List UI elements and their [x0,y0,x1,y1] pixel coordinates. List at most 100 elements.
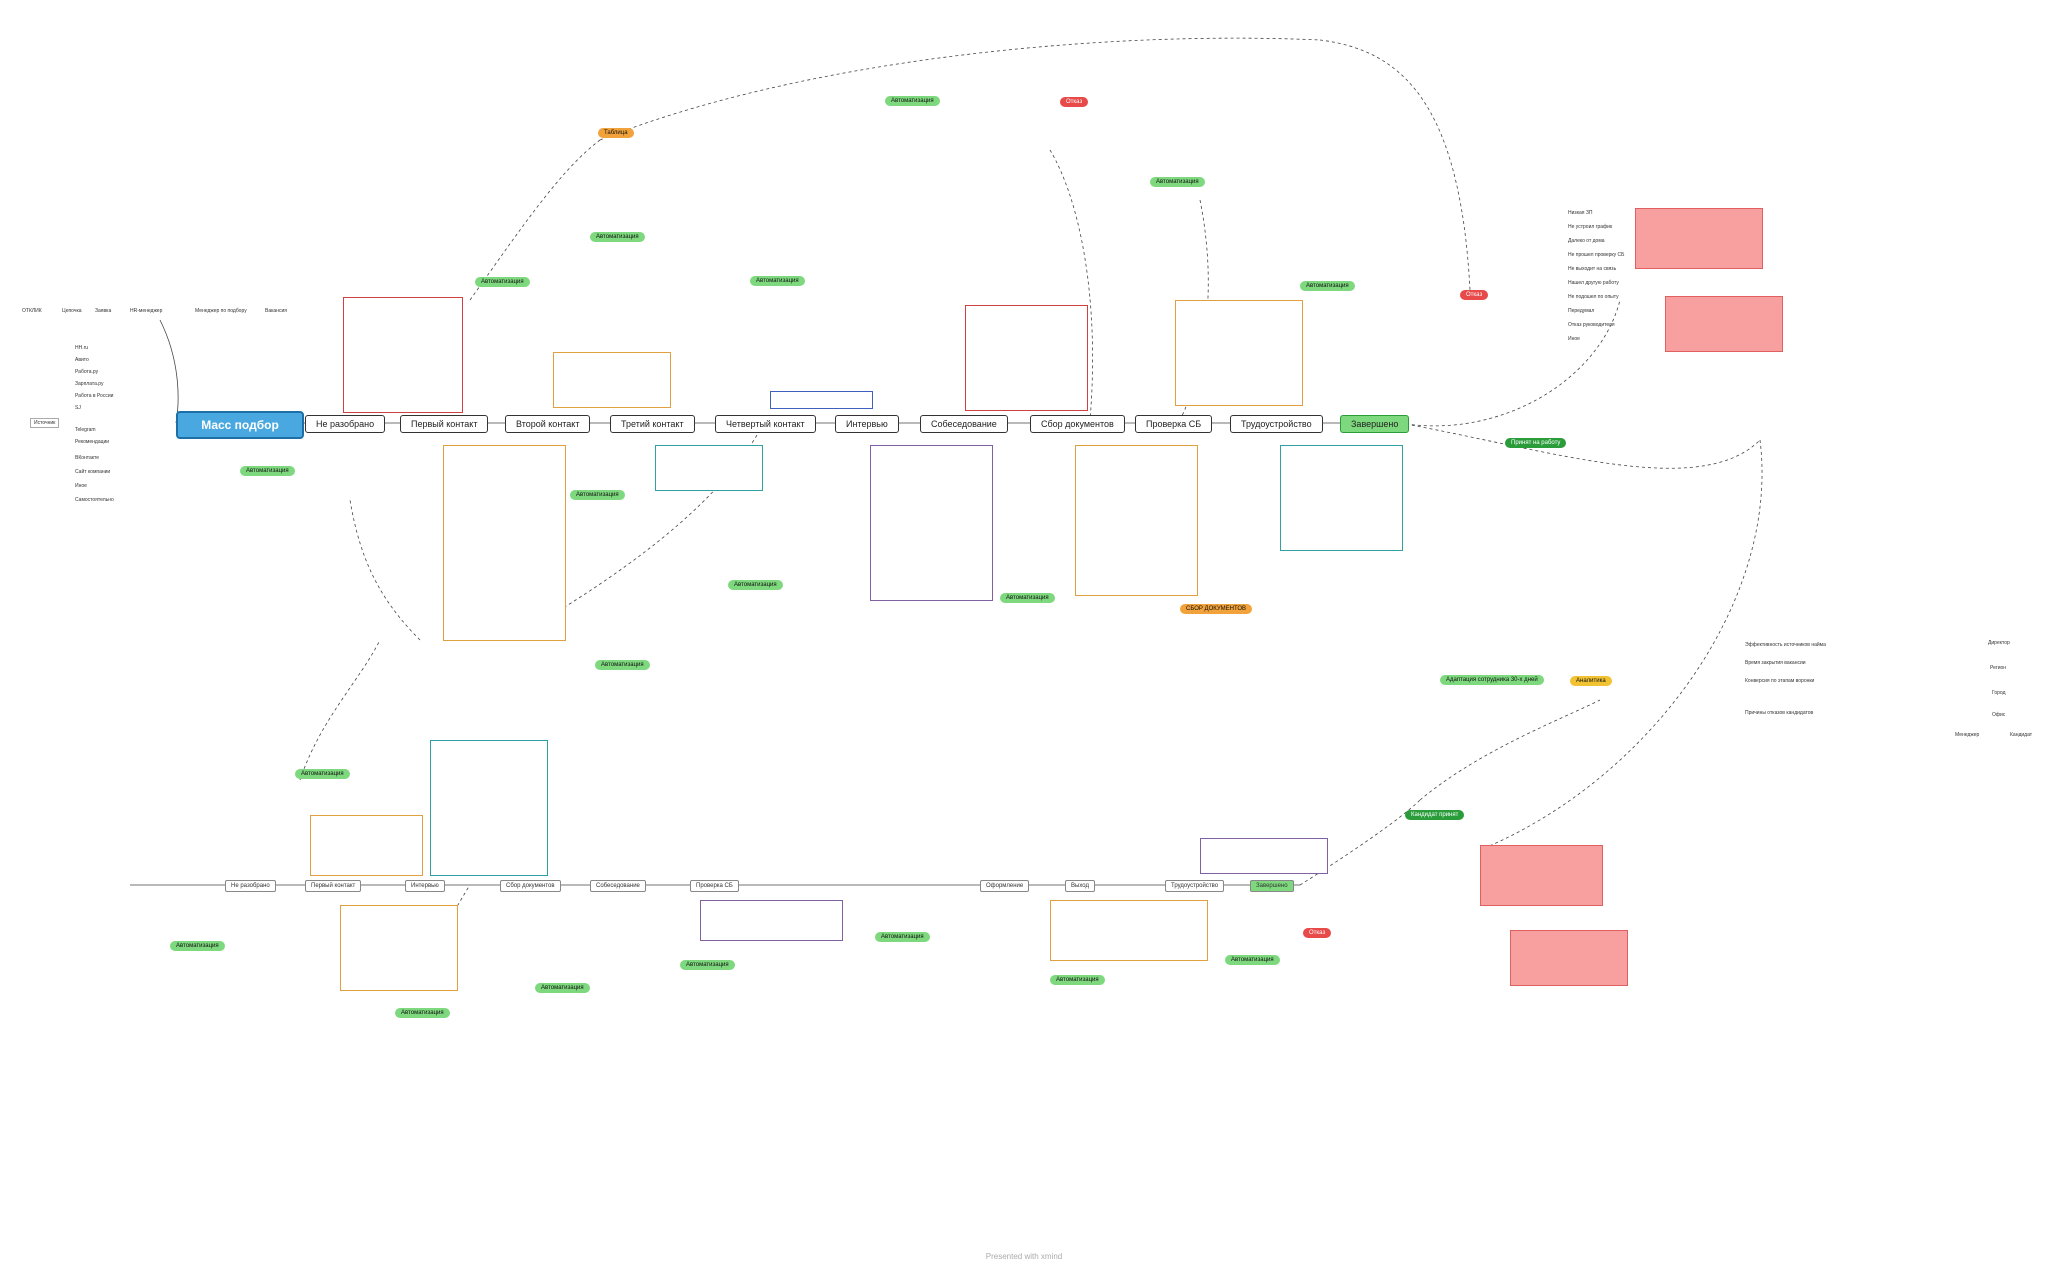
security-check-box [1175,300,1303,406]
automation-badge[interactable]: Автоматизация [475,277,530,287]
analytics-badge[interactable]: Аналитика [1570,676,1612,686]
automation-badge[interactable]: Автоматизация [1050,975,1105,985]
refusal-badge[interactable]: Отказ [1060,97,1089,107]
stage-sobesedovanie[interactable]: Собеседование [920,415,1008,433]
refusal-reason: Не выходит на связь [1568,266,1617,272]
adaptation-badge[interactable]: Адаптация сотрудника 30-х дней [1440,675,1544,685]
automation-badge[interactable]: Автоматизация [295,769,350,779]
interview-box [870,445,993,601]
source-item: Иное [75,483,87,489]
automation-badge[interactable]: Автоматизация [395,1008,450,1018]
flow-step: Цепочка [62,308,82,314]
first-contact-scripts-box [343,297,463,413]
source-item: Зарплата.ру [75,381,104,387]
tree-node: Менеджер [1955,732,1980,738]
sobesedovanie-box [965,305,1088,411]
stage-interview[interactable]: Интервью [835,415,899,433]
documents-badge[interactable]: СБОР ДОКУМЕНТОВ [1180,604,1253,614]
flow-step: Заявка [95,308,112,314]
automation-badge[interactable]: Автоматизация [1150,177,1205,187]
automation-badge[interactable]: Автоматизация [680,960,735,970]
automation-refusal-note [1480,845,1603,906]
bottom-stage-zaversheno[interactable]: Завершено [1250,880,1294,892]
candidate-hired-badge[interactable]: Кандидат принят [1405,810,1465,820]
bottom-stage-sbor[interactable]: Сбор документов [500,880,561,892]
tree-node: Регион [1990,665,2007,671]
tree-top: Директор [1988,640,2010,646]
analytics-item: Конверсия по этапам воронки [1745,678,1815,684]
automation-badge[interactable]: Автоматизация [595,660,650,670]
source-item: Авито [75,357,89,363]
automation-badge[interactable]: Автоматизация [1300,281,1355,291]
refusal-reason: Далеко от дома [1568,238,1605,244]
stage-trudoustroistvo[interactable]: Трудоустройство [1230,415,1323,433]
automation-badge[interactable]: Автоматизация [728,580,783,590]
automation-badge[interactable]: Автоматизация [750,276,805,286]
bottom-stage-oformlenie[interactable]: Оформление [980,880,1030,892]
bottom-stage-first-contact[interactable]: Первый контакт [305,880,362,892]
refusal-reason: Отказ руководителя [1568,322,1615,328]
automation-badge[interactable]: Автоматизация [875,932,930,942]
source-item: ВКонтакте [75,455,100,461]
refusal-reason: Нашел другую работу [1568,280,1619,286]
analytics-item: Время закрытия вакансии [1745,660,1806,666]
refusal-reason: Передумал [1568,308,1595,314]
automation-refusal-note [1635,208,1763,269]
stage-third-contact[interactable]: Третий контакт [610,415,695,433]
tree-node: Город [1992,690,2006,696]
hired-badge[interactable]: Принят на работу [1505,438,1567,448]
bottom-interview-box [430,740,548,876]
automation-badge[interactable]: Автоматизация [590,232,645,242]
stage-zaversheno[interactable]: Завершено [1340,415,1410,433]
refusal-reason: Иное [1568,336,1580,342]
documents-box [1075,445,1198,596]
refusal-badge[interactable]: Отказ [1303,928,1332,938]
refusal-reason: Не прошел проверку СБ [1568,252,1625,258]
source-item: Работа в России [75,393,114,399]
first-contact-notes-box [443,445,566,641]
bottom-stage-trudoustroistvo[interactable]: Трудоустройство [1165,880,1225,892]
bottom-stage-sobesedovanie[interactable]: Собеседование [590,880,646,892]
refusal-badge[interactable]: Отказ [1460,290,1489,300]
fourth-contact-box [770,391,873,409]
automation-badge[interactable]: Автоматизация [885,96,940,106]
source-item: Работа.ру [75,369,99,375]
bottom-first-contact-box [310,815,423,876]
source-item: Telegram [75,427,96,433]
stage-fourth-contact[interactable]: Четвертый контакт [715,415,816,433]
second-contact-box [553,352,671,408]
bottom-stage-vyhod[interactable]: Выход [1065,880,1095,892]
bottom-proverka-box [700,900,843,941]
automation-refusal-note [1510,930,1628,986]
automation-badge[interactable]: Автоматизация [170,941,225,951]
stage-proverka-sb[interactable]: Проверка СБ [1135,415,1213,433]
bottom-stage-interview[interactable]: Интервью [405,880,445,892]
flow-step: HR-менеджер [130,308,163,314]
automation-badge[interactable]: Автоматизация [1225,955,1280,965]
otklik-label: ОТКЛИК [22,308,42,314]
stage-ne-razobrano[interactable]: Не разобрано [305,415,386,433]
refusal-reason: Низкая ЗП [1568,210,1593,216]
stage-first-contact[interactable]: Первый контакт [400,415,489,433]
flow-step: Менеджер по подбору [195,308,247,314]
source-item: SJ [75,405,81,411]
stage-sbor-dokumentov[interactable]: Сбор документов [1030,415,1125,433]
automation-badge[interactable]: Автоматизация [1000,593,1055,603]
source-title: Источник [30,418,60,428]
stage-second-contact[interactable]: Второй контакт [505,415,591,433]
automation-refusal-note [1665,296,1783,352]
source-item: Сайт компании [75,469,111,475]
footer-credit: Presented with xmind [985,1252,1063,1261]
third-contact-box [655,445,763,491]
tree-node: Кандидат [2010,732,2033,738]
table-badge[interactable]: Таблица [598,128,634,138]
automation-badge[interactable]: Автоматизация [570,490,625,500]
automation-badge[interactable]: Автоматизация [535,983,590,993]
automation-badge[interactable]: Автоматизация [240,466,295,476]
bottom-stage-ne-razobrano[interactable]: Не разобрано [225,880,276,892]
bottom-first-contact-notes-box [340,905,458,991]
root-node[interactable]: Масс подбор [176,411,304,439]
bottom-stage-proverka[interactable]: Проверка СБ [690,880,739,892]
